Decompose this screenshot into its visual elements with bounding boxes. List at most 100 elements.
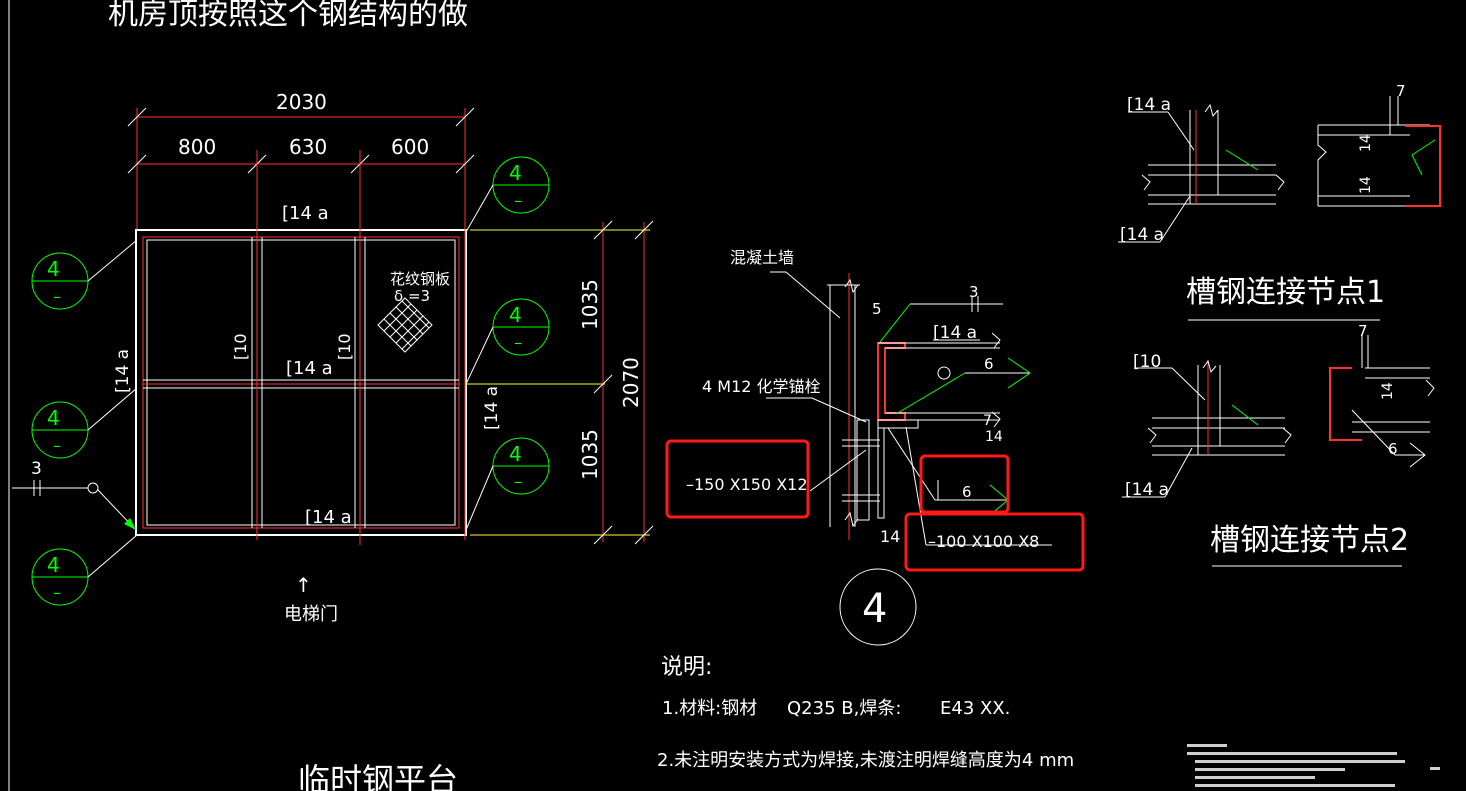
node1-dim7: 7 [1396, 82, 1406, 100]
svg-text:–: – [514, 333, 522, 352]
dim-1035-lower: 1035 [578, 429, 602, 480]
highlight-plate1 [665, 439, 810, 519]
anchor-label: 4 M12 化学锚栓 [702, 377, 821, 396]
bolt-hole [937, 366, 951, 380]
leader [811, 397, 867, 423]
svg-text:4: 4 [509, 303, 522, 327]
bottom-title: 临时钢平台 [298, 761, 458, 791]
weld-6-size: 6 [984, 355, 994, 373]
notes: 说明: 1.材料:钢材 Q235 B,焊条: E43 XX. 2.未注明安装方式… [298, 655, 1074, 791]
dim-tick [455, 154, 475, 174]
plate1-label: –150 X150 X12 [686, 475, 808, 494]
weld-flag [1007, 357, 1031, 389]
node-2-detail: [10 [14 a 6 7 14 槽钢连接节点2 [1122, 322, 1435, 567]
section-detail-4: 混凝土墙 4 M12 化学锚栓 –150 X150 X12 –100 X100 … [665, 248, 1085, 646]
fine-print-block [1187, 744, 1440, 787]
label-top-beam: [14 a [282, 203, 329, 224]
dim-5: 5 [872, 300, 882, 318]
dim-tick [593, 374, 613, 394]
node2-dim7: 7 [1358, 322, 1368, 340]
highlight-weld [919, 454, 1010, 514]
door-label: 电梯门 [284, 604, 338, 625]
label-left-beam: [14 a [113, 349, 133, 393]
door-arrow: ↑ [295, 573, 312, 597]
section-mark: 4 – [31, 387, 138, 459]
weld-arrow [895, 372, 966, 415]
weld-arrowhead [124, 518, 136, 530]
frame-outer [135, 229, 467, 536]
svg-text:–: – [53, 287, 61, 306]
plate2-label: –100 X100 X8 [928, 532, 1039, 551]
dim-tick [634, 525, 654, 545]
dim-14-bottom: 14 [880, 527, 900, 546]
channel-label: [14 a [933, 323, 977, 343]
notes-line1-b: Q235 B,焊条: [787, 698, 901, 719]
dim-tick [127, 154, 147, 174]
checker-plate-hatch [377, 297, 433, 353]
node2-label-top: [10 [1133, 352, 1161, 372]
support-plate-vert [877, 427, 885, 519]
section-mark: 4 – [31, 239, 138, 310]
node2-label-bottom: [14 a [1125, 480, 1169, 500]
weld-arrow [879, 303, 911, 343]
highlight-plate2 [904, 512, 1085, 572]
dim-14-right: 14 [985, 429, 1003, 445]
label-bottom-beam: [14 a [305, 507, 352, 528]
frame-inner-red [142, 236, 460, 529]
label-right-beam: [14 a [482, 386, 502, 430]
drawing-title: 机房顶按照这个钢结构的做 [108, 0, 468, 32]
dim-7: 7 [983, 413, 992, 429]
dim-tick [593, 220, 613, 240]
section-mark: 4 – [31, 534, 138, 606]
support-plate [877, 419, 919, 429]
svg-text:–: – [53, 583, 61, 602]
leader [887, 427, 936, 501]
node1-title: 槽钢连接节点1 [1186, 275, 1385, 310]
node1-label-bottom: [14 a [1120, 225, 1164, 245]
svg-text:–: – [53, 436, 61, 455]
label-col-left: [10 [231, 333, 250, 360]
dim-800: 800 [178, 135, 216, 159]
node2-weld: 6 [1388, 440, 1398, 458]
embed-plate [856, 419, 870, 521]
notes-line1-a: 1.材料:钢材 [662, 698, 757, 719]
svg-text:4: 4 [47, 553, 60, 577]
notes-line1-c: E43 XX. [940, 698, 1010, 719]
label-mid-beam: [14 a [286, 358, 333, 379]
plan-view: 2030 800 630 600 花纹钢板 δ =3 [14 a [12, 90, 654, 625]
weld-top-size: 3 [969, 283, 979, 301]
label-col-right: [10 [335, 333, 354, 360]
notes-line2: 2.未注明安装方式为焊接,未渡注明焊缝高度为4 mm [657, 750, 1074, 771]
break-mark [844, 511, 859, 528]
wall-label: 混凝土墙 [730, 248, 794, 267]
node1-dim14b: 14 [1358, 176, 1374, 194]
node-1-detail: [14 a [14 a 7 14 14 槽钢连接节点1 [1118, 82, 1441, 321]
dim-tick [634, 220, 654, 240]
weld-size-left: 3 [31, 459, 42, 479]
dim-2070: 2070 [619, 357, 643, 408]
node2-dim14: 14 [1380, 382, 1396, 400]
leader [905, 426, 927, 546]
dim-tick [127, 107, 147, 127]
weld-symbol [937, 480, 950, 501]
frame-inner [146, 239, 456, 526]
break-mark [991, 332, 1001, 349]
dim-tick [455, 107, 475, 127]
svg-text:4: 4 [509, 442, 522, 466]
weld-6b-size: 6 [962, 483, 972, 501]
node1-label-top: [14 a [1127, 95, 1171, 115]
dim-600: 600 [391, 135, 429, 159]
dim-total-width: 2030 [276, 90, 327, 114]
section-mark: 4 – [465, 156, 550, 233]
svg-text:4: 4 [47, 257, 60, 281]
plate-thickness: δ =3 [394, 287, 430, 305]
node2-title: 槽钢连接节点2 [1210, 523, 1409, 558]
svg-text:–: – [514, 472, 522, 491]
weld-all-around [87, 482, 99, 494]
svg-text:4: 4 [47, 406, 60, 430]
channel-section [877, 342, 906, 421]
section-mark: 4 – [465, 298, 550, 385]
svg-text:–: – [514, 191, 522, 210]
plate-label: 花纹钢板 [390, 270, 450, 288]
